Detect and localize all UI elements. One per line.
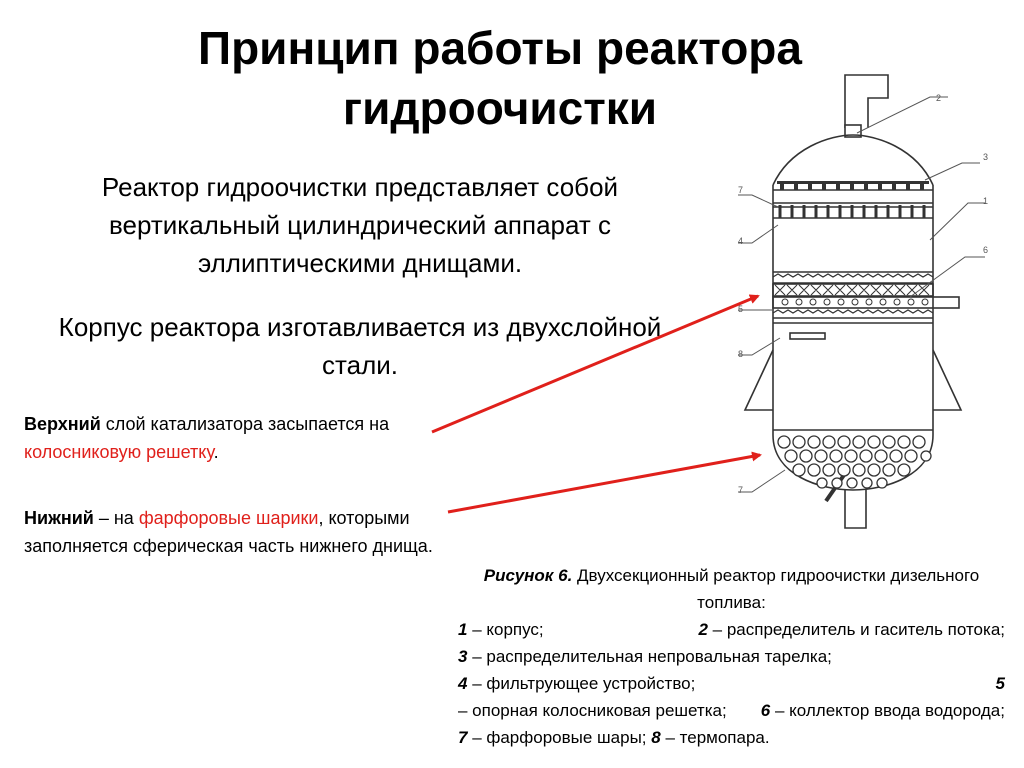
- top-head: [772, 134, 934, 186]
- label-2: 2: [936, 93, 941, 103]
- label-8: 8: [738, 349, 743, 359]
- arrow-to-balls: [447, 451, 762, 514]
- legend-item-2: 2 – распределитель и гаситель потока;: [698, 620, 1005, 639]
- caption-heading: Рисунок 6. Двухсекционный реактор гидроо…: [458, 562, 1005, 616]
- lower-layer-highlight: фарфоровые шарики: [138, 508, 319, 528]
- leader-lines: [738, 96, 985, 493]
- label-6: 6: [983, 245, 988, 255]
- legend-item-5: – опорная колосниковая решетка;: [458, 701, 727, 720]
- top-nozzle: [844, 74, 889, 128]
- upper-layer-text-1: слой катализатора засыпается на: [100, 414, 390, 434]
- lower-layer-text-2: , которыми заполняется сферическая часть…: [24, 508, 433, 556]
- legend-item-3: 3 – распределительная непровальная тарел…: [458, 647, 832, 666]
- legend-row-5: 7 – фарфоровые шары; 8 – термопара.: [458, 724, 1005, 751]
- filter-device: [772, 283, 934, 297]
- upper-layer-highlight: колосниковую решетку: [24, 442, 214, 462]
- label-7a: 7: [738, 185, 743, 195]
- slide-title: Принцип работы реактора гидроочистки: [150, 18, 850, 138]
- legend-item-1: 1 – корпус;: [458, 620, 544, 639]
- legend-row-1: 1 – корпус; 2 – распределитель и гасител…: [458, 616, 1005, 643]
- legend-item-6: 6 – коллектор ввода водорода;: [760, 701, 1005, 720]
- filter-rods: [778, 205, 926, 218]
- caption-figure-label: Рисунок 6.: [483, 566, 573, 585]
- intro-paragraph-2: Корпус реактора изготавливается из двухс…: [58, 312, 662, 380]
- upper-layer-bold: Верхний: [24, 414, 101, 434]
- legend-item-8: 8 – термопара.: [651, 728, 770, 747]
- legend-row-3: 4 – фильтрующее устройство; 5: [458, 670, 1005, 697]
- zigzag-layers: [772, 273, 934, 314]
- legend-row-2: 3 – распределительная непровальная тарел…: [458, 643, 1005, 670]
- support-right: [932, 349, 963, 411]
- arrow-to-grating: [431, 294, 760, 434]
- legend-item-5-start: 5: [995, 674, 1005, 693]
- label-5: 5: [738, 304, 743, 314]
- legend-item-7: 7 – фарфоровые шары;: [458, 728, 647, 747]
- label-1: 1: [983, 196, 988, 206]
- bottom-head: [772, 434, 934, 491]
- hydrogen-collector: [772, 296, 960, 309]
- lower-layer-bold: Нижний: [24, 508, 94, 528]
- legend-item-4: 4 – фильтрующее устройство;: [458, 674, 696, 693]
- distribution-caps: [777, 181, 929, 190]
- title-line-1: Принцип работы реактора: [198, 22, 802, 74]
- upper-layer-end: .: [213, 442, 219, 462]
- label-4: 4: [738, 236, 743, 246]
- figure-caption: Рисунок 6. Двухсекционный реактор гидроо…: [458, 562, 1005, 751]
- support-left: [743, 349, 774, 411]
- label-7b: 7: [738, 485, 743, 495]
- collector-holes: [781, 298, 929, 306]
- pointer-arrows: [431, 294, 762, 514]
- intro-paragraph-1: Реактор гидроочистки представляет собой …: [101, 172, 619, 278]
- support-grating: [774, 284, 930, 296]
- lower-layer-text: Нижний – на фарфоровые шарики, которыми …: [24, 504, 444, 560]
- bottom-nozzle: [844, 490, 867, 529]
- caption-legend: 1 – корпус; 2 – распределитель и гасител…: [458, 616, 1005, 751]
- lower-layer-text-1: – на: [93, 508, 139, 528]
- caption-figure-title: Двухсекционный реактор гидроочистки дизе…: [572, 566, 980, 612]
- thermocouple: [789, 332, 826, 340]
- title-line-2: гидроочистки: [342, 82, 658, 134]
- legend-row-4: – опорная колосниковая решетка; 6 – колл…: [458, 697, 1005, 724]
- porcelain-balls: [777, 435, 932, 489]
- label-3: 3: [983, 152, 988, 162]
- upper-layer-text: Верхний слой катализатора засыпается на …: [24, 410, 444, 466]
